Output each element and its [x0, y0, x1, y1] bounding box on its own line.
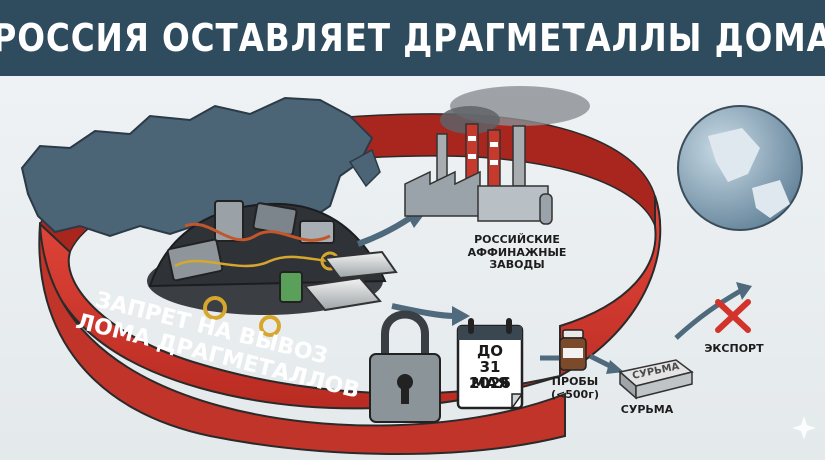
page-title: РОССИЯ ОСТАВЛЯЕТ ДРАГМЕТАЛЛЫ ДОМА: [0, 16, 825, 60]
header-bar: РОССИЯ ОСТАВЛЯЕТ ДРАГМЕТАЛЛЫ ДОМА: [0, 0, 825, 76]
scene: РОССИЙСКИЕ АФФИНАЖНЫЕ ЗАВОДЫ ЗАПРЕТ НА В…: [0, 76, 825, 460]
arrow-to-lock: [391, 303, 470, 326]
ban-band: [38, 195, 662, 455]
antimony-ingot-icon: [618, 359, 694, 400]
padlock-icon: [369, 310, 441, 423]
export-blocked-icon: [674, 282, 752, 340]
globe-icon: [677, 105, 803, 231]
calendar-line2: 31 МАЯ: [470, 358, 510, 392]
russia-map-icon: [20, 96, 381, 238]
export-label: ЭКСПОРТ: [704, 342, 764, 355]
calendar-line1: ДО: [476, 342, 504, 360]
arrow-jar-to-ingot: [588, 353, 624, 374]
sample-jar-icon: [559, 329, 587, 371]
calendar-line3: 2026: [469, 374, 511, 392]
factory-icon: [404, 86, 590, 225]
sparkle-icon: [792, 416, 816, 440]
calendar-icon: [456, 318, 524, 411]
antimony-label: СУРЬМА: [620, 403, 674, 416]
scene-drawing: [20, 86, 816, 455]
refineries-label: РОССИЙСКИЕ АФФИНАЖНЫЕ ЗАВОДЫ: [467, 233, 567, 272]
samples-label: ПРОБЫ (<500г): [551, 375, 599, 401]
scrap-pile-icon: [147, 200, 398, 337]
